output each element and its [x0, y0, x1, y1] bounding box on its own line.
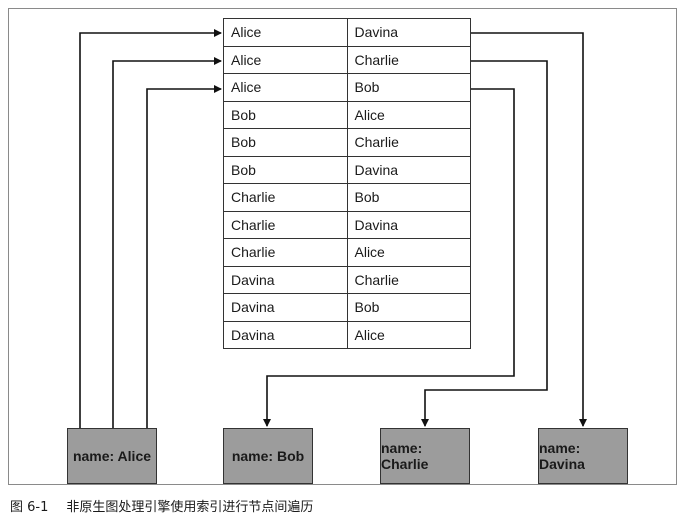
cell-from: Bob [223, 155, 348, 184]
cell-to: Charlie [346, 128, 471, 157]
arrow-to-charlie [421, 60, 548, 427]
cell-to: Bob [346, 183, 471, 212]
cell-from: Davina [223, 320, 348, 349]
cell-to: Davina [346, 210, 471, 239]
cell-from: Alice [223, 45, 348, 74]
caption-number: 图 6-1 [10, 500, 49, 515]
node-alice-label: name: Alice [72, 448, 152, 464]
arrow-to-bob [263, 88, 515, 427]
cell-from: Davina [223, 293, 348, 322]
node-charlie: name: Charlie [380, 428, 470, 484]
cell-to: Charlie [346, 265, 471, 294]
cell-from: Davina [223, 265, 348, 294]
node-davina-label: name: Davina [539, 440, 585, 472]
node-davina: name: Davina [538, 428, 628, 484]
cell-from: Alice [223, 18, 348, 47]
cell-from: Charlie [223, 183, 348, 212]
figure-caption: 图 6-1 非原生图处理引擎使用索引进行节点间遍历 [10, 496, 313, 515]
cell-to: Bob [346, 73, 471, 102]
cell-to: Alice [346, 320, 471, 349]
arrow-alice-row1 [79, 29, 222, 428]
cell-from: Bob [223, 100, 348, 129]
cell-to: Davina [346, 155, 471, 184]
arrow-to-davina [471, 32, 587, 427]
cell-to: Alice [346, 100, 471, 129]
cell-from: Bob [223, 128, 348, 157]
cell-from: Charlie [223, 210, 348, 239]
figure-frame [8, 8, 677, 485]
cell-to: Davina [346, 18, 471, 47]
node-alice: name: Alice [67, 428, 157, 484]
arrow-alice-row3 [146, 85, 222, 428]
cell-to: Bob [346, 293, 471, 322]
node-charlie-label: name: Charlie [381, 440, 429, 472]
cell-to: Charlie [346, 45, 471, 74]
cell-from: Charlie [223, 238, 348, 267]
cell-from: Alice [223, 73, 348, 102]
node-bob-label: name: Bob [231, 448, 305, 464]
node-bob: name: Bob [223, 428, 313, 484]
cell-to: Alice [346, 238, 471, 267]
arrow-alice-row2 [112, 57, 222, 428]
caption-text: 非原生图处理引擎使用索引进行节点间遍历 [66, 500, 314, 515]
